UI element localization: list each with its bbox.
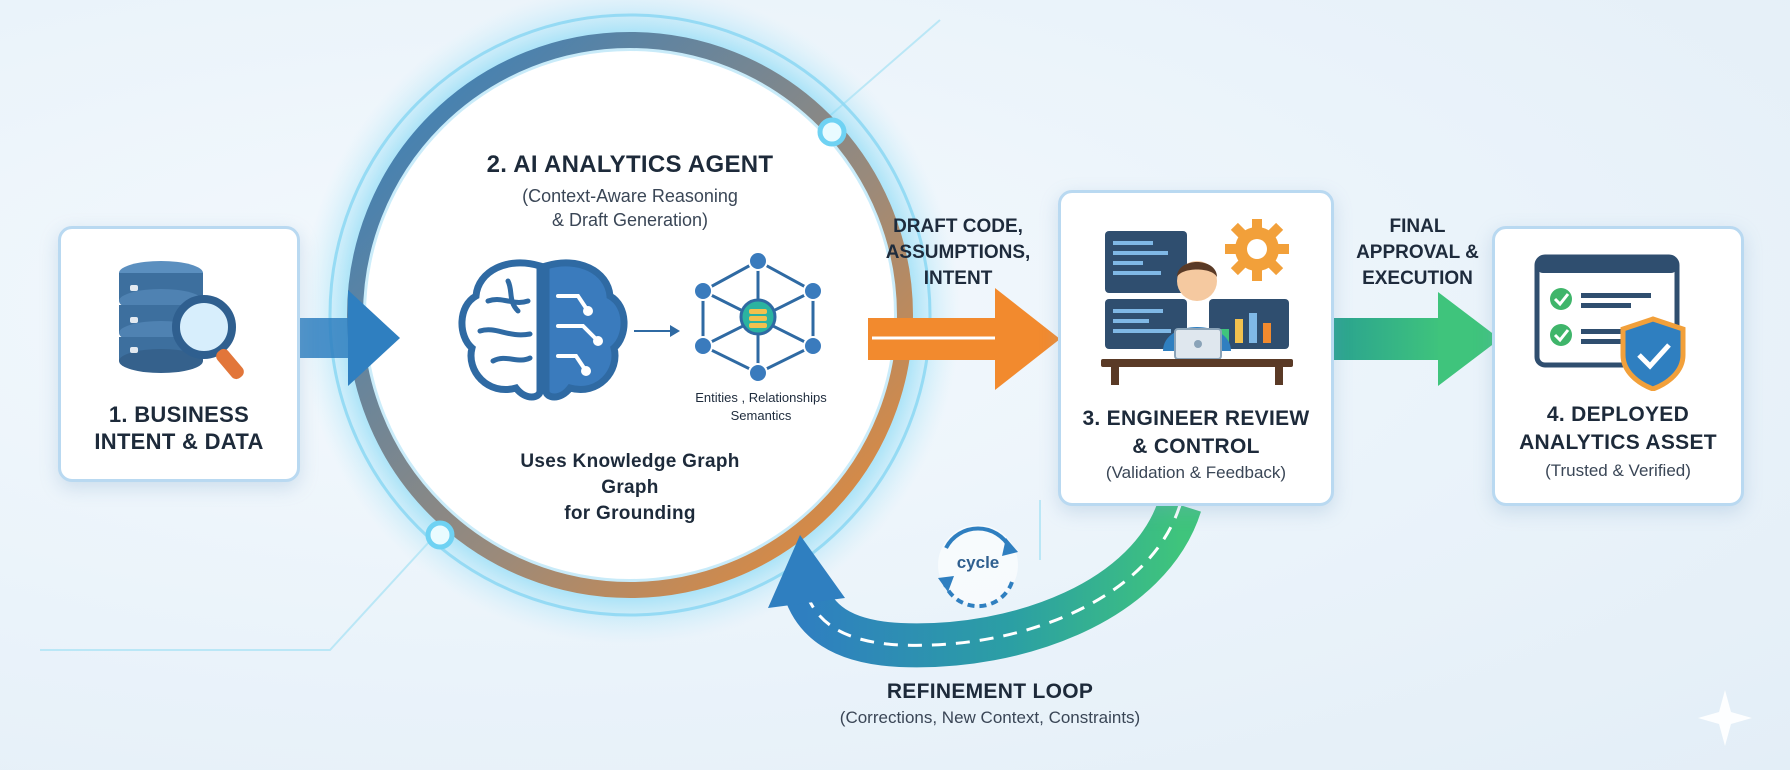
step-business-intent-card: 1. BUSINESS INTENT & DATA — [58, 226, 300, 482]
step1-title: 1. BUSINESS INTENT & DATA — [94, 402, 264, 454]
step-ai-agent: 2. AI ANALYTICS AGENT (Context-Aware Rea… — [366, 51, 894, 579]
step2-footer: Uses Knowledge Graph Graph for Grounding — [520, 451, 740, 524]
glow-node-bottom — [425, 520, 455, 550]
step4-subtitle: (Trusted & Verified) — [1545, 461, 1691, 480]
cycle-badge-label: cycle — [956, 553, 1000, 572]
step-engineer-review-card: 3. ENGINEER REVIEW & CONTROL (Validation… — [1058, 190, 1334, 506]
draft-arrow-label: DRAFT CODE, ASSUMPTIONS, INTENT — [885, 216, 1031, 289]
arrow-intent-to-agent — [298, 290, 400, 386]
step3-subtitle: (Validation & Feedback) — [1105, 463, 1287, 482]
engineer-workstation-icon — [1101, 219, 1293, 385]
agent-inner-disc — [366, 51, 894, 579]
step3-title: 3. ENGINEER REVIEW & CONTROL — [1082, 407, 1310, 458]
brain-icon — [458, 259, 628, 401]
graph-label: Entities , Relationships Semantics — [695, 390, 827, 423]
agent-outer-ring — [328, 13, 932, 617]
knowledge-graph-icon — [693, 251, 823, 381]
step-deployed-asset-card: 4. DEPLOYED ANALYTICS ASSET (Trusted & V… — [1492, 226, 1744, 506]
arrow-engineer-to-asset — [1332, 292, 1500, 386]
cycle-badge — [938, 525, 1018, 609]
glow-node-top — [817, 117, 847, 147]
arrow-agent-to-engineer — [868, 288, 1060, 390]
final-arrow-label: FINAL APPROVAL & EXECUTION — [1356, 216, 1479, 289]
sparkle-icon — [1698, 690, 1752, 746]
refinement-loop-subtitle: (Corrections, New Context, Constraints) — [839, 708, 1141, 727]
small-arrow-icon — [634, 325, 680, 337]
step2-title: 2. AI ANALYTICS AGENT — [486, 151, 774, 178]
database-search-icon — [119, 261, 244, 380]
refinement-loop-arrow — [768, 497, 1201, 668]
refinement-loop-title: REFINEMENT LOOP — [886, 680, 1094, 703]
step2-subtitle: (Context-Aware Reasoning & Draft Generat… — [522, 186, 738, 230]
checklist-shield-icon — [1534, 254, 1686, 391]
step4-title: 4. DEPLOYED ANALYTICS ASSET — [1519, 403, 1717, 454]
